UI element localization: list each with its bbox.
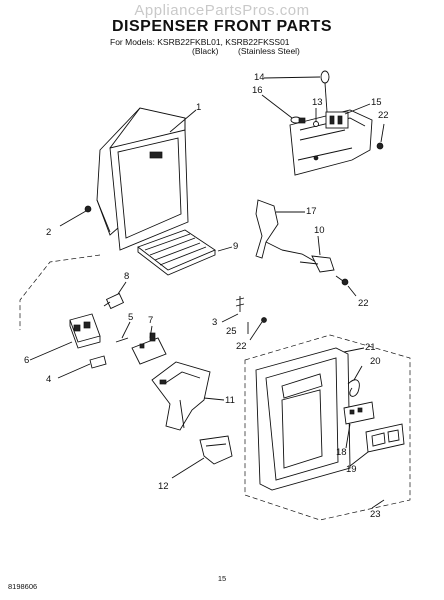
callout-17: 17 [306,206,317,217]
page-title: DISPENSER FRONT PARTS [112,18,332,35]
callout-6: 6 [24,355,30,366]
part-22-screw-mid [341,278,349,286]
part-2-screw [84,205,92,213]
variant-black: (Black) [192,46,219,56]
callout-20: 20 [370,356,381,367]
part-19-display [365,423,405,453]
callout-7: 7 [148,315,154,326]
models-line: For Models: KSRB22FKBL01, KSRB22FKSS01 [110,37,290,47]
callout-4: 4 [46,374,52,385]
callout-1: 1 [196,102,202,113]
part-16-bulb [290,116,306,124]
callout-22-top: 22 [378,110,389,121]
part-22-screw-top [376,142,384,150]
part-1-housing [96,107,189,251]
part-10-actuator [281,249,335,273]
callout-14: 14 [254,72,265,83]
part-4-clip [89,355,107,369]
callout-10: 10 [314,225,325,236]
part-6-control-board [69,313,101,349]
callout-18: 18 [336,447,347,458]
callout-23: 23 [370,509,381,520]
callout-3: 3 [212,317,218,328]
callout-2: 2 [46,227,52,238]
part-18-control-switch [343,401,375,425]
callout-25: 25 [226,326,237,337]
part-14-clip [320,70,330,113]
variant-stainless: (Stainless Steel) [238,46,300,56]
callout-22-mid: 22 [358,298,369,309]
part-11-chute [151,361,211,431]
callout-12: 12 [158,481,169,492]
callout-16: 16 [252,85,263,96]
callout-21: 21 [365,342,376,353]
callout-11: 11 [225,395,235,406]
part-22-screw-low [261,317,267,323]
part-15-bracket [289,109,373,176]
part-3-spring [235,296,245,312]
callout-5: 5 [128,312,134,323]
part-5-pin [115,337,129,343]
part-8-knob [103,292,125,310]
callout-15: 15 [371,97,382,108]
part-20-harness [347,379,360,397]
callout-9: 9 [233,241,239,252]
watermark: AppliancePartsPros.com [134,2,310,19]
doc-number: 8198606 [8,582,38,591]
callout-22-low: 22 [236,341,247,352]
part-21-front-panel [255,347,351,491]
part-12-chute-door [199,435,233,465]
part-9-drip-tray [137,229,216,276]
part-17-lever [255,199,283,259]
callout-19: 19 [346,464,357,475]
page-number: 15 [217,574,227,583]
callout-13: 13 [312,97,323,108]
part-7-switch [131,332,167,365]
callout-8: 8 [124,271,130,282]
